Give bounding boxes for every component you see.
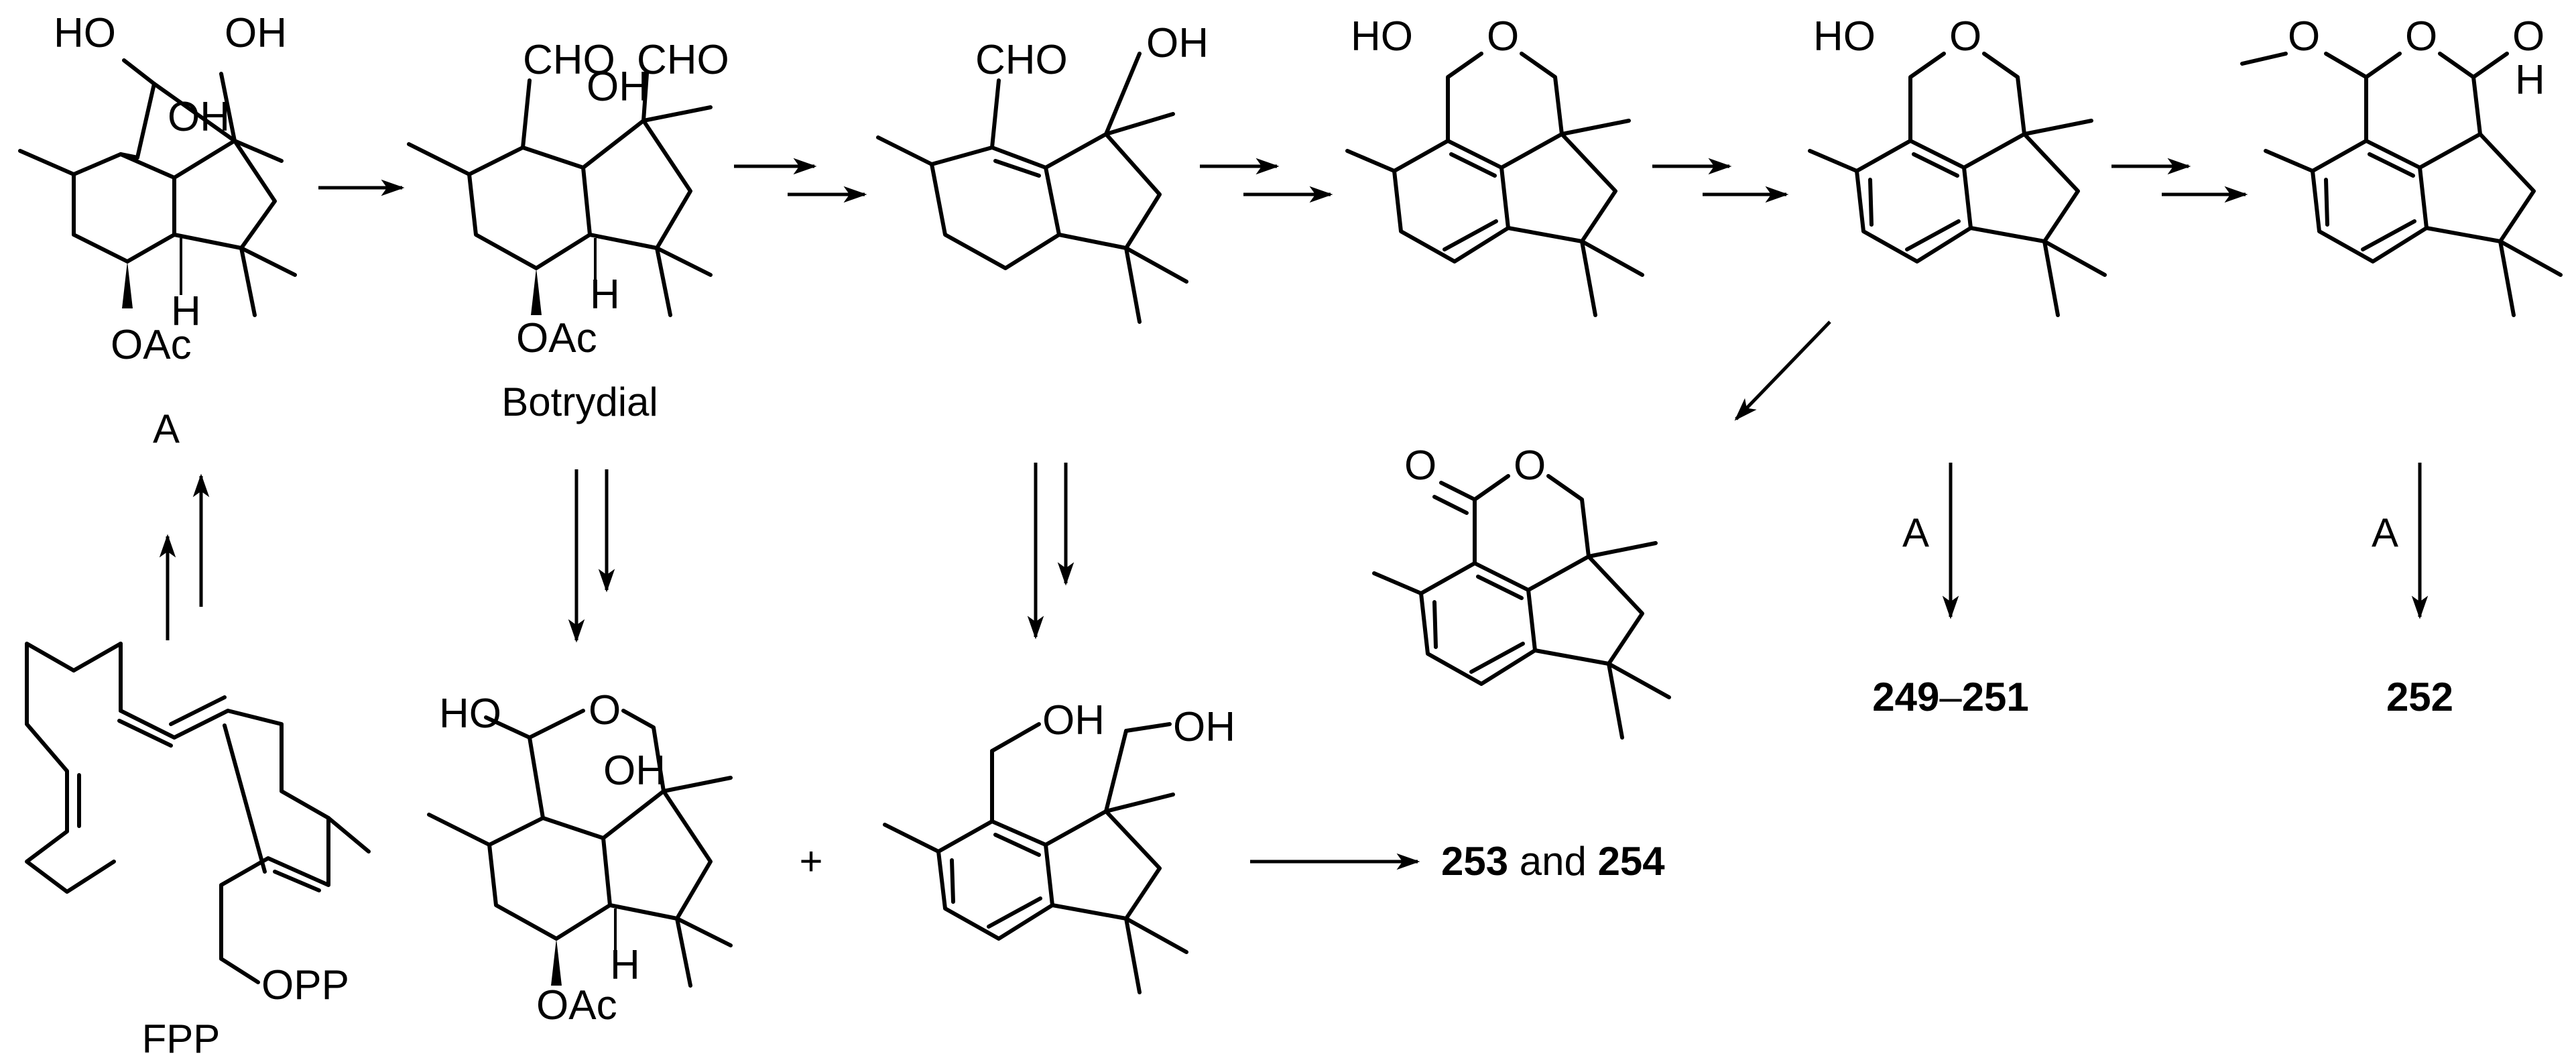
hydroxyl-label: OH [168, 94, 230, 140]
hydrogen-label: H [610, 942, 640, 988]
molecule-intermediate-5: HO O [1808, 13, 2107, 317]
ring-oxygen-label: O [1949, 13, 1981, 60]
diphosphate-label: OPP [261, 962, 349, 1008]
molecule-botrydial: CHO CHO OH H OAc Botrydial [407, 37, 729, 424]
arrow-fpp-to-a [159, 473, 210, 640]
hydroxyl-label: OH [1173, 704, 1235, 750]
hydroxyl-label: HO [1351, 13, 1413, 60]
product-253-254-label: 253 and 254 [1441, 839, 1665, 884]
hydroxyl-oxygen-label: O [2512, 13, 2544, 60]
arrow-botrydial-to-intermediate-3 [734, 158, 867, 203]
molecule-fpp: OPP FPP [25, 642, 371, 1054]
hydrogen-label: H [590, 272, 620, 318]
arrow-intermediate-4-to-5 [1652, 158, 1789, 203]
ring-oxygen-label: O [589, 687, 621, 734]
arrow-intermediate-3-to-4 [1200, 158, 1333, 203]
ring-oxygen-label: O [2405, 13, 2437, 60]
hydroxyl-label: OH [225, 10, 287, 56]
hydroxyl-label: HO [1813, 13, 1876, 60]
reagent-label: A [1902, 510, 1929, 555]
hydroxyl-label: HO [54, 10, 116, 56]
molecule-label: FPP [142, 1016, 221, 1054]
arrow-to-249-251: A [1902, 463, 1959, 620]
molecule-bottom-diol: OH OH [883, 697, 1235, 994]
ring-oxygen-label: O [1514, 443, 1546, 489]
carbonyl-oxygen-label: O [1404, 443, 1436, 489]
hydrogen-label: H [171, 288, 201, 335]
molecule-intermediate-6: O O O H [2240, 13, 2563, 317]
molecule-label: Botrydial [501, 379, 658, 424]
molecule-intermediate-3: CHO OH [876, 20, 1209, 324]
hydroxyl-label: OH [587, 64, 649, 110]
product-252-label: 252 [2386, 675, 2453, 719]
hydroxyl-label: OH [1042, 697, 1105, 744]
arrow-botrydial-to-bottom-products [568, 469, 615, 643]
arrow-intermediate-3-to-bottom-products [1027, 463, 1075, 640]
arrow-intermediate-5-to-lactone [1734, 320, 1831, 421]
hydrogen-label: H [2515, 57, 2545, 103]
hydroxyl-label: OH [603, 748, 666, 794]
acetate-label: OAc [536, 982, 617, 1029]
molecule-bottom-hemiacetal: HO O OH H OAc [427, 687, 733, 1029]
molecule-lactone: O O [1372, 443, 1671, 740]
aldehyde-label: CHO [637, 37, 729, 83]
aldehyde-label: CHO [523, 37, 615, 83]
plus-sign: + [799, 839, 822, 884]
ring-oxygen-label: O [1487, 13, 1519, 60]
arrow-intermediate-5-to-6 [2111, 158, 2248, 203]
hydroxyl-label: OH [1146, 20, 1209, 66]
hydroxyl-label: HO [439, 691, 501, 737]
reagent-label: A [2372, 510, 2398, 555]
arrow-to-252: A [2372, 463, 2429, 620]
acetate-label: OAc [111, 322, 192, 368]
molecule-a: HO OH OH H OAc A [18, 10, 297, 451]
molecule-label: A [153, 406, 180, 451]
product-249-251-label: 249–251 [1872, 675, 2029, 719]
aldehyde-label: CHO [975, 37, 1068, 83]
molecule-intermediate-4: HO O [1345, 13, 1644, 317]
methoxy-oxygen-label: O [2288, 13, 2320, 60]
acetate-label: OAc [516, 315, 597, 361]
